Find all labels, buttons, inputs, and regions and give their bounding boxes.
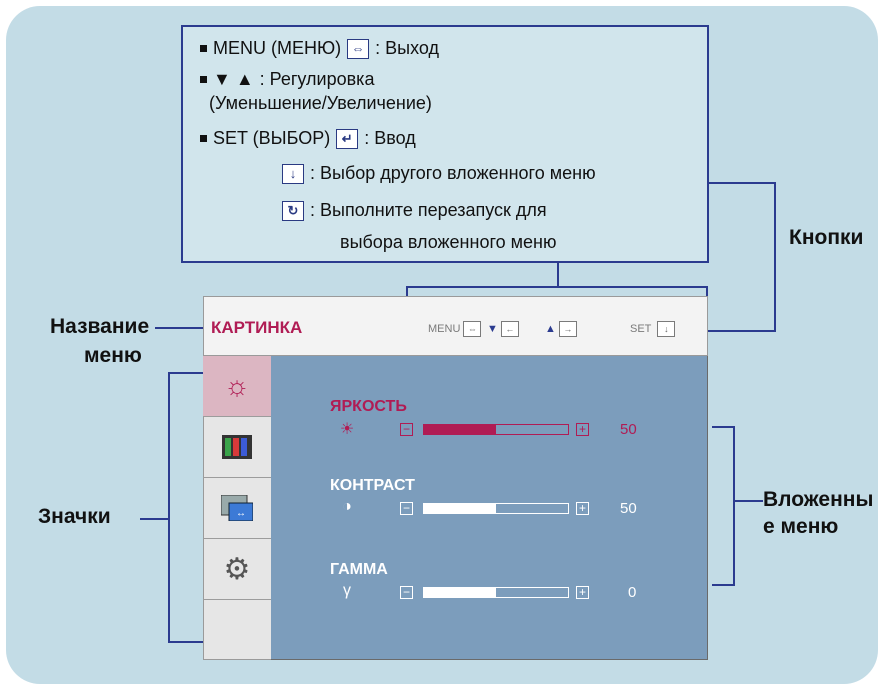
arrows-icon: ▼ ▲ — [213, 69, 254, 89]
submenu-bracket-right — [733, 426, 735, 586]
level-slider-fill — [424, 425, 496, 434]
triangle-up-icon: ▲ — [545, 323, 556, 335]
left-arrow-icon: ← — [500, 321, 519, 337]
plus-icon[interactable]: + — [576, 423, 589, 436]
legend-line-adjust-2: (Уменьшение/Увеличение) — [209, 93, 432, 113]
side-tab-settings[interactable]: ⚙ — [203, 539, 271, 600]
legend-line-restart-2: выбора вложенного меню — [340, 232, 557, 252]
brightness-icon: ☼ — [224, 370, 250, 401]
down-arrow-icon: ↓ — [657, 321, 676, 337]
position-icon: ↔ — [221, 495, 253, 521]
buttons-legend-box — [181, 25, 709, 263]
restart-icon: ↻ — [282, 200, 304, 221]
triangle-down-icon: ▼ — [487, 323, 498, 335]
buttons-bracket-top — [406, 286, 708, 288]
bullet — [200, 76, 207, 83]
legend-set-desc: : Ввод — [364, 128, 416, 148]
enter-icon: ↵ — [336, 128, 359, 149]
side-tab-color[interactable] — [203, 417, 271, 478]
hint-menu: MENU ⇔ — [428, 321, 482, 337]
level-slider[interactable] — [423, 587, 569, 598]
gamma-icon: γ — [343, 582, 351, 599]
hint-menu-label: MENU — [428, 323, 461, 335]
hint-set-label: SET — [630, 323, 652, 335]
legend-line-down: ↓ : Выбор другого вложенного меню — [282, 163, 596, 184]
label-menu-name-1: Название — [50, 315, 150, 338]
down-arrow-icon: ↓ — [282, 163, 304, 184]
gear-icon: ⚙ — [223, 552, 251, 586]
submenu-value: 50 — [620, 500, 637, 517]
side-tab-empty — [203, 600, 271, 661]
legend-line-set: SET (ВЫБОР) ↵ : Ввод — [200, 128, 416, 149]
legend-menu-desc: : Выход — [375, 38, 440, 58]
level-slider[interactable] — [423, 503, 569, 514]
svg-text:↔: ↔ — [236, 508, 246, 519]
icons-bracket-top — [168, 372, 206, 374]
buttons-line-2 — [774, 182, 776, 332]
label-submenu-1: Вложенны — [763, 488, 874, 511]
label-buttons: Кнопки — [789, 226, 864, 249]
sun-icon: ☀ — [339, 421, 355, 438]
plus-icon[interactable]: + — [576, 502, 589, 515]
legend-down-desc: : Выбор другого вложенного меню — [310, 163, 596, 183]
legend-set-text: SET (ВЫБОР) — [213, 128, 331, 148]
legend-menu-text: MENU (МЕНЮ) — [213, 38, 342, 58]
submenu-title[interactable]: ЯРКОСТЬ — [330, 398, 407, 415]
legend-line-restart: ↻ : Выполните перезапуск для — [282, 200, 547, 221]
hint-up: ▲ → — [545, 321, 577, 337]
legend-line-adjust: ▼ ▲ : Регулировка — [200, 69, 374, 90]
legend-line-menu: MENU (МЕНЮ) ⇔ : Выход — [200, 38, 439, 59]
menu-exit-icon: ⇔ — [347, 38, 370, 59]
side-tab-brightness[interactable]: ☼ — [203, 356, 271, 417]
submenu-title[interactable]: КОНТРАСТ — [330, 477, 415, 494]
icons-line — [140, 518, 168, 520]
bullet — [200, 135, 207, 142]
right-arrow-icon: → — [558, 321, 577, 337]
icons-bracket-bottom — [168, 641, 206, 643]
buttons-line-3 — [708, 330, 776, 332]
icons-bracket-left — [168, 372, 170, 643]
exit-icon: ⇔ — [463, 321, 482, 337]
side-tab-position[interactable]: ↔ — [203, 478, 271, 539]
legend-adjust-desc: : Регулировка — [259, 69, 375, 89]
osd-menu-title: КАРТИНКА — [211, 318, 303, 337]
submenu-value: 0 — [628, 584, 637, 601]
submenu-bracket-top — [712, 426, 734, 428]
submenu-title[interactable]: ГАММА — [330, 561, 388, 578]
submenu-line — [735, 500, 763, 502]
legend-connector — [557, 263, 559, 287]
osd-header — [203, 296, 708, 356]
submenu-value: 50 — [620, 421, 637, 438]
minus-icon[interactable]: − — [400, 586, 413, 599]
bullet — [200, 45, 207, 52]
buttons-line-1 — [709, 182, 775, 184]
level-slider-fill — [424, 588, 496, 597]
color-bars-icon — [222, 435, 252, 459]
label-icons: Значки — [38, 505, 111, 528]
label-menu-name-2: меню — [84, 344, 142, 367]
submenu-bracket-bottom — [712, 584, 734, 586]
hint-down: ▼ ← — [487, 321, 519, 337]
level-slider-fill — [424, 504, 496, 513]
label-submenu-2: е меню — [763, 515, 839, 538]
plus-icon[interactable]: + — [576, 586, 589, 599]
hint-set: SET ↓ — [630, 321, 676, 337]
minus-icon[interactable]: − — [400, 423, 413, 436]
menu-name-line — [155, 327, 203, 329]
legend-restart-desc: : Выполните перезапуск для — [310, 200, 547, 220]
minus-icon[interactable]: − — [400, 502, 413, 515]
level-slider[interactable] — [423, 424, 569, 435]
contrast-icon: ◑ — [342, 498, 352, 515]
